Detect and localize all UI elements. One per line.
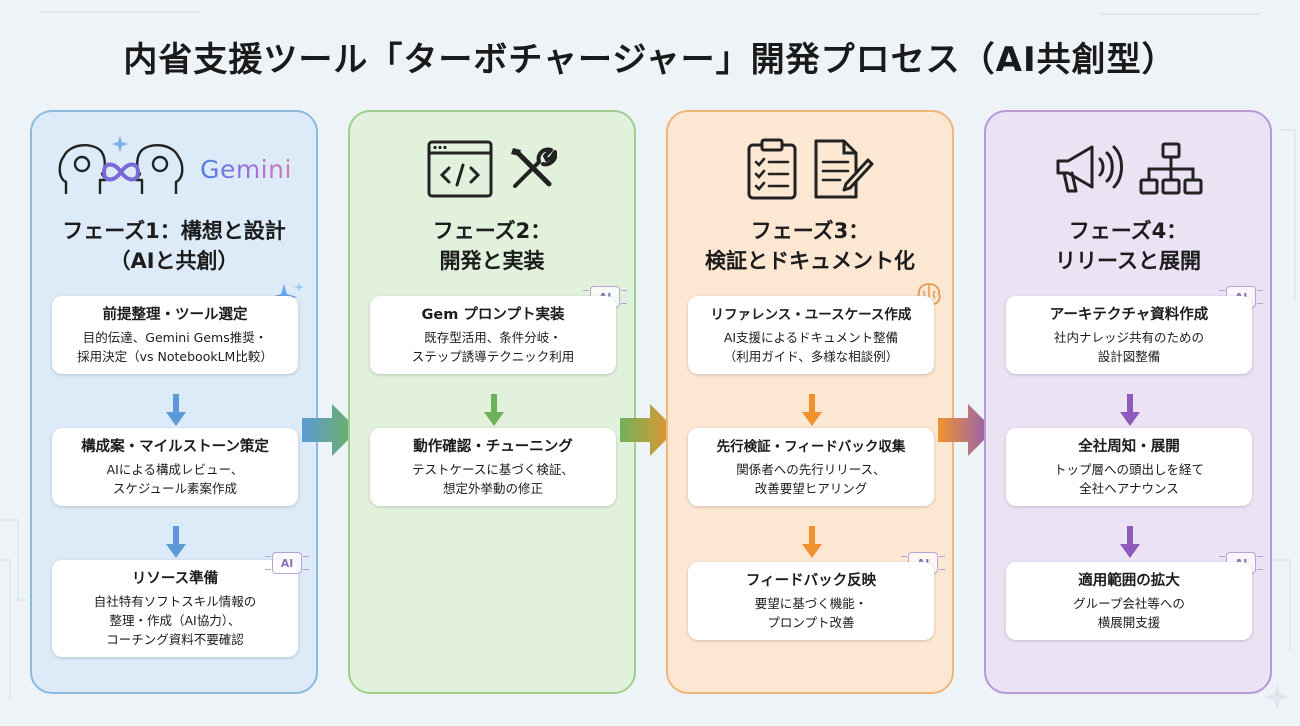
phase-1-title: フェーズ1：構想と設計 （AIと共創）	[32, 216, 316, 276]
card-body-line: 整理・作成（AI協力）、	[109, 613, 241, 628]
down-arrow-icon	[802, 394, 822, 426]
card-title: リソース準備	[131, 571, 219, 587]
phase-4-panel: フェーズ4： リリースと展開 AI アーキテクチャ資料作成 社内ナレッジ共有のた…	[984, 110, 1272, 694]
card-premise-tool-selection: 前提整理・ツール選定 目的伝達、Gemini Gems推奨・ 採用決定（vs N…	[52, 296, 298, 374]
card-title: Gem プロンプト実装	[421, 307, 565, 323]
down-arrow-icon	[166, 526, 186, 558]
phase-3-panel: フェーズ3： 検証とドキュメント化 リファレンス・ユースケース作成 AI支援によ…	[666, 110, 954, 694]
phase-3-title: フェーズ3： 検証とドキュメント化	[668, 216, 952, 276]
phase-1-title-line1: フェーズ1：構想と設計	[62, 219, 286, 243]
card-title: 先行検証・フィードバック収集	[716, 439, 906, 455]
card-body-line: 全社へアナウンス	[1079, 481, 1179, 496]
card-body-line: 自社特有ソフトスキル情報の	[93, 594, 257, 609]
card-body-line: 改善要望ヒアリング	[754, 481, 868, 496]
down-arrow-icon	[1120, 394, 1140, 426]
card-body-line: 既存型活用、条件分岐・	[424, 330, 562, 345]
phase-1-panel: Gemini フェーズ1：構想と設計 （AIと共創） 前提整理・ツール選定 目的…	[30, 110, 318, 694]
card-architecture-docs: アーキテクチャ資料作成 社内ナレッジ共有のための 設計図整備	[1006, 296, 1252, 374]
phase-4-title-line2: リリースと展開	[1055, 249, 1201, 273]
card-body-line: スケジュール素案作成	[112, 481, 238, 496]
card-resource-prep: リソース準備 自社特有ソフトスキル情報の 整理・作成（AI協力）、 コーチング資…	[52, 560, 298, 657]
ai-chip-icon: AI	[265, 552, 309, 574]
card-title: リファレンス・ユースケース作成	[710, 307, 912, 323]
card-title: アーキテクチャ資料作成	[1049, 307, 1209, 323]
phase-1-title-line2: （AIと共創）	[109, 249, 239, 273]
phase-3-icons	[668, 130, 952, 208]
card-body-line: ステップ誘導テクニック利用	[411, 349, 575, 364]
phase-arrow-3-4	[938, 404, 994, 456]
down-arrow-icon	[802, 526, 822, 558]
card-scope-expansion: 適用範囲の拡大 グループ会社等への 横展開支援	[1006, 562, 1252, 640]
phase-3-title-line1: フェーズ3：	[750, 219, 870, 243]
card-body-line: 要望に基づく機能・	[754, 596, 868, 611]
card-body-line: 設計図整備	[1097, 349, 1161, 364]
document-pen-icon	[814, 139, 874, 199]
card-title: 全社周知・展開	[1078, 439, 1180, 455]
card-reference-usecase: リファレンス・ユースケース作成 AI支援によるドキュメント整備 （利用ガイド、多…	[688, 296, 934, 374]
phase-3-title-line2: 検証とドキュメント化	[705, 249, 915, 273]
phase-2-title: フェーズ2： 開発と実装	[350, 216, 634, 276]
phase-2-panel: フェーズ2： 開発と実装 AI Gem プロンプト実装 既存型活用、条件分岐・ …	[348, 110, 636, 694]
card-body-line: トップ層への頭出しを経て	[1053, 462, 1204, 477]
page-title: 内省支援ツール「ターボチャージャー」開発プロセス（AI共創型）	[123, 40, 1177, 80]
card-body-line: AI支援によるドキュメント整備	[723, 330, 899, 345]
down-arrow-icon	[166, 394, 186, 426]
card-body-line: 目的伝達、Gemini Gems推奨・	[82, 330, 268, 345]
card-body-line: 社内ナレッジ共有のための	[1053, 330, 1204, 345]
phase-2-title-line2: 開発と実装	[439, 249, 545, 273]
card-body-line: プロンプト改善	[767, 615, 855, 630]
phase-2-title-line1: フェーズ2：	[432, 219, 552, 243]
tools-icon	[511, 147, 557, 188]
card-company-wide-rollout: 全社周知・展開 トップ層への頭出しを経て 全社へアナウンス	[1006, 428, 1252, 506]
card-body-line: 想定外挙動の修正	[442, 481, 543, 496]
card-title: 動作確認・チューニング	[413, 439, 573, 455]
phase-4-title-line1: フェーズ4：	[1068, 219, 1188, 243]
card-body-line: コーチング資料不要確認	[106, 632, 244, 647]
phase-2-icons	[350, 130, 634, 208]
gemini-logo: Gemini	[200, 154, 292, 184]
phase-4-icons	[986, 130, 1270, 208]
card-body-line: 採用決定（vs NotebookLM比較）	[77, 349, 273, 364]
phase-1-icons: Gemini	[32, 130, 316, 208]
org-chart-icon	[1139, 142, 1203, 195]
card-title: 前提整理・ツール選定	[102, 307, 248, 323]
clipboard-checklist-icon	[747, 138, 797, 200]
card-body-line: AIによる構成レビュー、	[106, 462, 244, 477]
phase-arrow-2-3	[620, 404, 676, 456]
card-title: 構成案・マイルストーン策定	[81, 439, 269, 455]
card-body-line: 横展開支援	[1097, 615, 1161, 630]
down-arrow-icon	[484, 394, 504, 426]
card-pre-verification-feedback: 先行検証・フィードバック収集 関係者への先行リリース、 改善要望ヒアリング	[688, 428, 934, 506]
card-feedback-reflection: フィードバック反映 要望に基づく機能・ プロンプト改善	[688, 562, 934, 640]
down-arrow-icon	[1120, 526, 1140, 558]
brain-gears-icon	[58, 136, 184, 194]
code-window-icon	[427, 140, 493, 198]
card-body-line: グループ会社等への	[1073, 596, 1185, 611]
card-body-line: （利用ガイド、多様な相談例）	[723, 349, 899, 364]
megaphone-icon	[1056, 145, 1123, 193]
phase-4-title: フェーズ4： リリースと展開	[986, 216, 1270, 276]
card-testing-tuning: 動作確認・チューニング テストケースに基づく検証、 想定外挙動の修正	[370, 428, 616, 506]
corner-sparkle-icon	[1264, 684, 1290, 710]
card-structure-milestone: 構成案・マイルストーン策定 AIによる構成レビュー、 スケジュール素案作成	[52, 428, 298, 506]
card-body-line: テストケースに基づく検証、	[412, 462, 574, 477]
card-title: フィードバック反映	[745, 573, 877, 589]
card-body-line: 関係者への先行リリース、	[736, 462, 886, 477]
card-title: 適用範囲の拡大	[1078, 573, 1180, 589]
card-gem-prompt-impl: Gem プロンプト実装 既存型活用、条件分岐・ ステップ誘導テクニック利用	[370, 296, 616, 374]
phase-arrow-1-2	[302, 404, 358, 456]
